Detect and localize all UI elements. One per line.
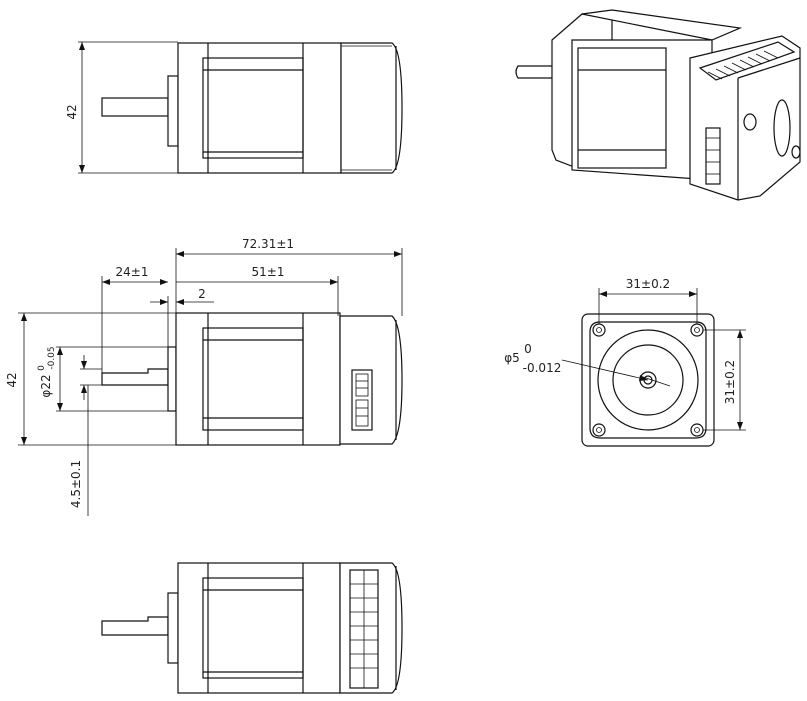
pilot-tol-lower: -0.05 (47, 346, 57, 369)
flange-thickness-dim: 4.5±0.1 (69, 460, 83, 508)
flange-gap-dim: 2 (198, 287, 206, 301)
iso-terminal-pins (707, 50, 779, 80)
hole-spacing-v-dim: 31±0.2 (723, 360, 737, 404)
pilot-diameter-dim: φ22 (39, 374, 53, 397)
shaft-diameter-dim: φ5 (504, 351, 520, 365)
shaft-tol-lower: -0.012 (523, 361, 562, 375)
shaft-tol-upper: 0 (524, 342, 532, 356)
bottom-view (101, 562, 403, 694)
pilot-tol-upper: 0 (37, 365, 47, 371)
hole-spacing-h-dim: 31±0.2 (626, 277, 670, 291)
total-length-dim: 72.31±1 (242, 237, 294, 251)
bottom-terminal-cells (350, 570, 378, 688)
top-height-dim: 42 (65, 104, 79, 119)
shaft-length-dim: 24±1 (116, 265, 149, 279)
body-length-dim: 51±1 (252, 265, 285, 279)
side-height-dim: 42 (5, 372, 19, 387)
front-face-view: 31±0.2 31±0.2 φ5 0 -0.012 (504, 277, 746, 447)
top-view: 42 (65, 41, 403, 174)
side-view: 72.31±1 24±1 51±1 2 42 φ22 0 -0. (5, 237, 403, 516)
isometric-view (515, 9, 801, 201)
